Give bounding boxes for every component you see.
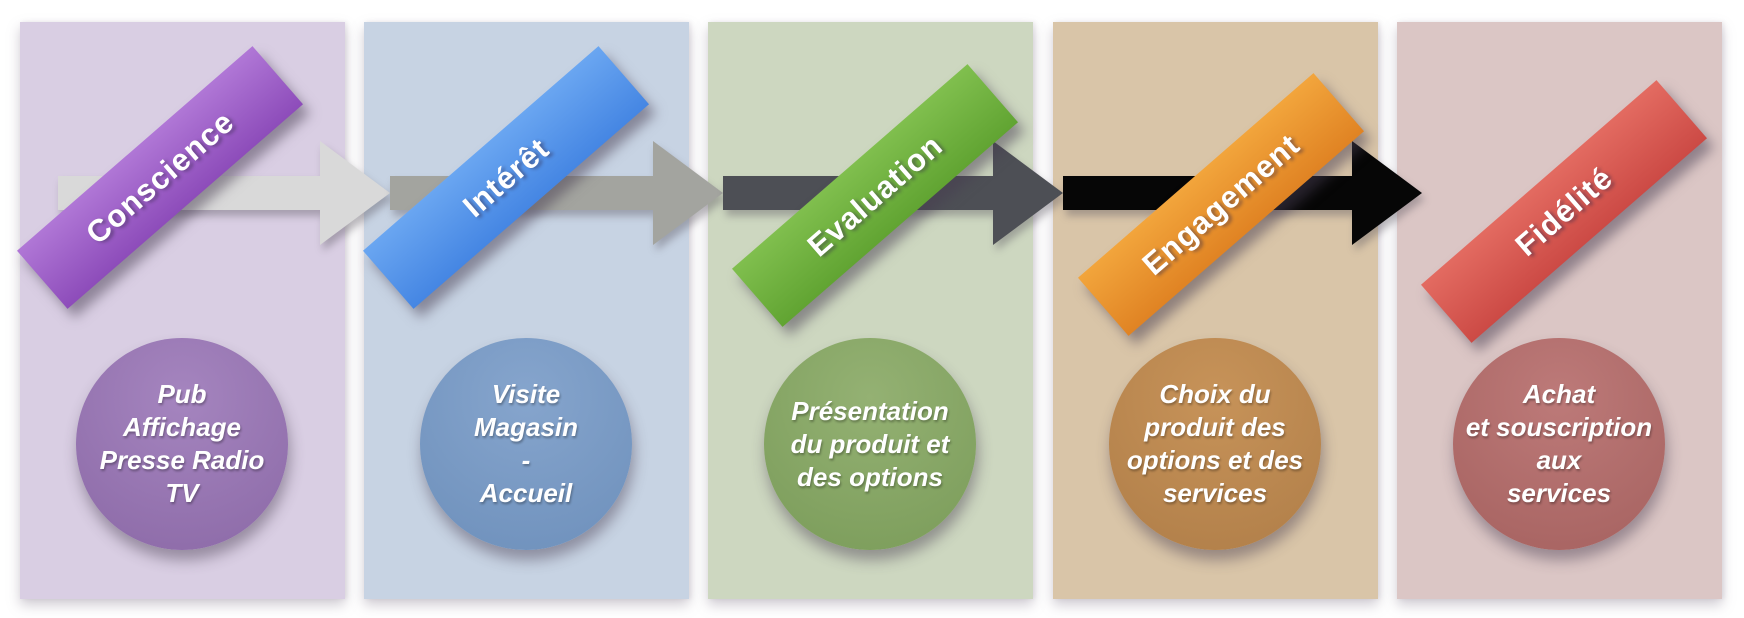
stage-circle-interet: Visite Magasin - Accueil	[420, 338, 632, 550]
arrow-head-icon	[1352, 141, 1422, 245]
stage-circle-fidelite: Achat et souscription aux services	[1453, 338, 1665, 550]
stage-column-evaluation: Evaluation Présentation du produit et de…	[708, 22, 1033, 599]
ribbon-banner: Conscience	[17, 46, 303, 309]
stage-column-conscience: Conscience Pub Affichage Presse Radio TV	[17, 22, 345, 599]
stage-column-fidelite: Fidélité Achat et souscription aux servi…	[1397, 22, 1722, 599]
circle-text-line: Visite	[491, 379, 561, 409]
ribbon-label: Fidélité	[1508, 159, 1620, 263]
stage-ribbon-evaluation: Evaluation	[719, 64, 1031, 327]
ribbon-banner: Evaluation	[732, 64, 1018, 327]
circle-text-line: Choix du	[1159, 379, 1271, 409]
stage-ribbon-fidelite: Fidélité	[1408, 80, 1720, 343]
circle-text-line: Pub	[157, 379, 207, 409]
ribbon-label: Conscience	[78, 103, 241, 251]
circle-text-line: aux	[1536, 445, 1582, 475]
circle-text-line: Achat	[1522, 379, 1596, 409]
circle-text-line: des options	[797, 461, 943, 492]
circle-text-line: du produit et	[790, 428, 950, 459]
circle-text-line: Magasin	[473, 412, 579, 442]
circle-text-line: options et des	[1126, 445, 1304, 475]
circle-text-line: -	[521, 445, 531, 475]
circle-text-line: Présentation	[791, 395, 949, 426]
ribbon-label: Evaluation	[800, 127, 950, 264]
arrow-head-icon	[320, 141, 390, 245]
stage-circle-conscience: Pub Affichage Presse Radio TV	[76, 338, 288, 550]
ribbon-banner: Engagement	[1078, 73, 1364, 336]
ribbon-banner: Intérêt	[363, 46, 649, 309]
ribbon-label: Engagement	[1135, 126, 1307, 282]
stage-ribbon-engagement: Engagement	[1065, 73, 1377, 336]
ribbon-label: Intérêt	[455, 130, 556, 224]
stage-ribbon-interet: Intérêt	[350, 46, 662, 309]
circle-text-line: Accueil	[479, 478, 573, 508]
stage-circle-evaluation: Présentation du produit et des options	[764, 338, 976, 550]
circle-text-line: Presse Radio	[99, 445, 265, 475]
stage-circle-engagement: Choix du produit des options et des serv…	[1109, 338, 1321, 550]
circle-text-line: produit des	[1144, 412, 1286, 442]
circle-text-line: et souscription	[1465, 412, 1653, 442]
circle-text-line: TV	[165, 478, 199, 508]
ribbon-banner: Fidélité	[1421, 80, 1707, 343]
circle-text-line: Affichage	[123, 412, 241, 442]
circle-text-line: services	[1506, 478, 1612, 508]
stage-ribbon-conscience: Conscience	[4, 46, 316, 309]
arrow-head-icon	[653, 141, 723, 245]
circle-text-line: services	[1162, 478, 1268, 508]
stage-column-interet: Intérêt Visite Magasin - Accueil	[363, 22, 689, 599]
arrow-head-icon	[993, 141, 1063, 245]
stage-column-engagement: Engagement Choix du produit des options …	[1053, 22, 1378, 599]
